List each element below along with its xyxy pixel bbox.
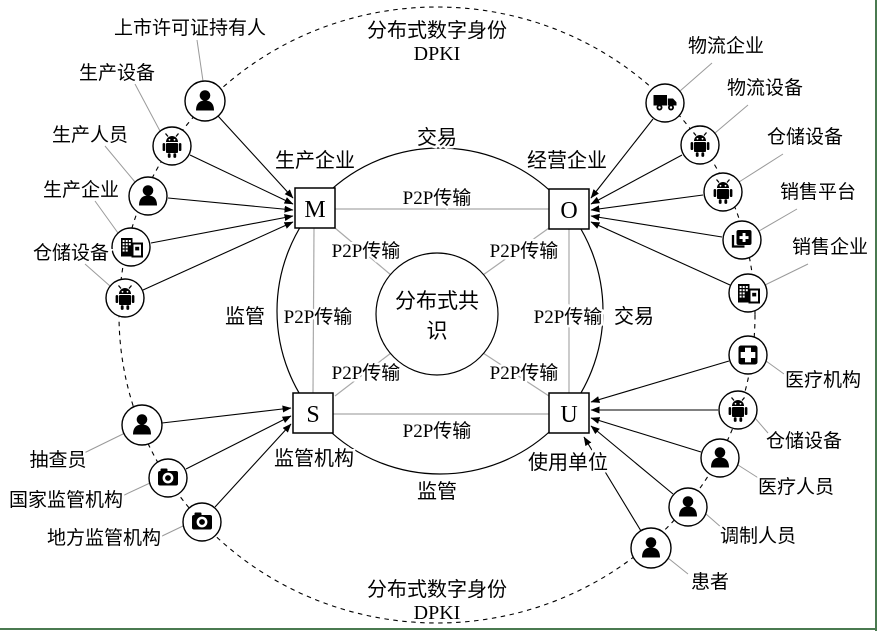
person-icon <box>128 176 168 216</box>
android-robot-icon <box>703 172 743 212</box>
p2p-label-diag-o: P2P传输 <box>490 240 559 262</box>
satellite-national-regulator: 国家监管机构 <box>9 489 123 511</box>
satellite-inspector: 抽查员 <box>29 449 86 471</box>
node-role-user: 使用单位 <box>528 451 608 474</box>
person-icon <box>121 404 163 446</box>
satellite-logistics-enterprise: 物流企业 <box>688 35 764 57</box>
camera-icon <box>182 502 222 542</box>
p2p-label-left: P2P传输 <box>284 306 353 328</box>
satellite-local-regulator: 地方监管机构 <box>47 527 161 549</box>
relation-left: 监管 <box>225 305 265 328</box>
android-robot-icon <box>718 390 758 430</box>
node-letter-m: M <box>304 197 325 223</box>
node-role-supervisor: 监管机构 <box>274 447 354 470</box>
building-icon <box>111 227 151 267</box>
p2p-label-top: P2P传输 <box>403 187 472 209</box>
android-robot-icon <box>105 278 145 318</box>
satellite-arrows <box>142 115 731 532</box>
satellite-marketing-authorization-holder: 上市许可证持有人 <box>114 17 266 39</box>
relation-right: 交易 <box>614 305 654 328</box>
satellite-sales-platform: 销售平台 <box>780 181 856 203</box>
dpki-top-line2: DPKI <box>414 43 461 65</box>
p2p-label-diag-u: P2P传输 <box>490 362 559 384</box>
dpki-captions: 分布式数字身份 DPKI 分布式数字身份 DPKI <box>365 17 510 627</box>
node-manufacturer: M 生产企业 <box>273 147 358 229</box>
satellite-production-enterprise: 生产企业 <box>43 179 119 201</box>
node-operator: O 经营企业 <box>525 147 610 230</box>
edge-labels: 交易 交易 监管 监管 P2P传输 P2P传输 P2P传输 P2P传输 P2P传… <box>223 124 657 506</box>
consensus-circle: 分布式共 识 <box>375 252 499 376</box>
node-supervisor: S 监管机构 <box>272 392 357 473</box>
camera-icon <box>148 458 188 498</box>
node-role-operator: 经营企业 <box>527 149 607 172</box>
satellite-medical-institution: 医疗机构 <box>785 369 861 391</box>
satellite-warehouse-equipment-right: 仓储设备 <box>767 126 843 148</box>
relation-top: 交易 <box>417 126 457 149</box>
building-icon <box>728 273 768 313</box>
p2p-label-right: P2P传输 <box>534 306 603 328</box>
satellite-logistics-equipment: 物流设备 <box>727 77 803 99</box>
dpki-bottom-line1: 分布式数字身份 <box>367 578 507 601</box>
node-role-manufacturer: 生产企业 <box>275 149 355 172</box>
node-user: U 使用单位 <box>526 392 611 477</box>
satellite-sales-enterprise: 销售企业 <box>792 236 868 258</box>
dpki-top-line1: 分布式数字身份 <box>367 19 507 42</box>
satellite-dispensing-personnel: 调制人员 <box>720 525 796 547</box>
page-border-bottom <box>0 628 877 630</box>
satellite-warehouse-equipment-left: 仓储设备 <box>33 242 109 264</box>
person-icon <box>700 438 740 478</box>
satellite-production-equipment: 生产设备 <box>79 62 155 84</box>
relation-bottom: 监管 <box>417 480 457 503</box>
satellite-production-personnel: 生产人员 <box>52 124 128 146</box>
android-robot-icon <box>152 126 192 166</box>
consensus-label-line2: 识 <box>427 319 448 343</box>
library-add-icon <box>722 220 762 260</box>
page-border-right <box>875 0 877 631</box>
node-letter-s: S <box>306 402 319 428</box>
consensus-label-line1: 分布式共 <box>395 289 479 313</box>
label-leaders <box>79 39 809 575</box>
person-icon <box>184 80 226 122</box>
satellite-labels: 上市许可证持有人 生产设备 生产人员 生产企业 仓储设备 物流企业 物流设备 仓… <box>6 15 870 596</box>
satellite-warehouse-equipment-bottom: 仓储设备 <box>766 430 842 452</box>
person-icon <box>630 527 672 569</box>
p2p-label-diag-m: P2P传输 <box>332 240 401 262</box>
dpki-bottom-line2: DPKI <box>414 602 461 624</box>
truck-icon <box>645 83 685 123</box>
android-robot-icon <box>680 125 720 165</box>
node-letter-u: U <box>560 402 577 428</box>
p2p-label-diag-s: P2P传输 <box>332 362 401 384</box>
node-letter-o: O <box>560 198 577 224</box>
satellite-patient: 患者 <box>691 571 729 593</box>
hospital-cross-icon <box>728 335 768 375</box>
satellite-icons <box>105 80 768 569</box>
p2p-connectors <box>312 208 570 415</box>
satellite-medical-personnel: 医疗人员 <box>758 476 834 498</box>
p2p-label-bottom: P2P传输 <box>403 420 472 442</box>
person-icon <box>668 487 708 527</box>
